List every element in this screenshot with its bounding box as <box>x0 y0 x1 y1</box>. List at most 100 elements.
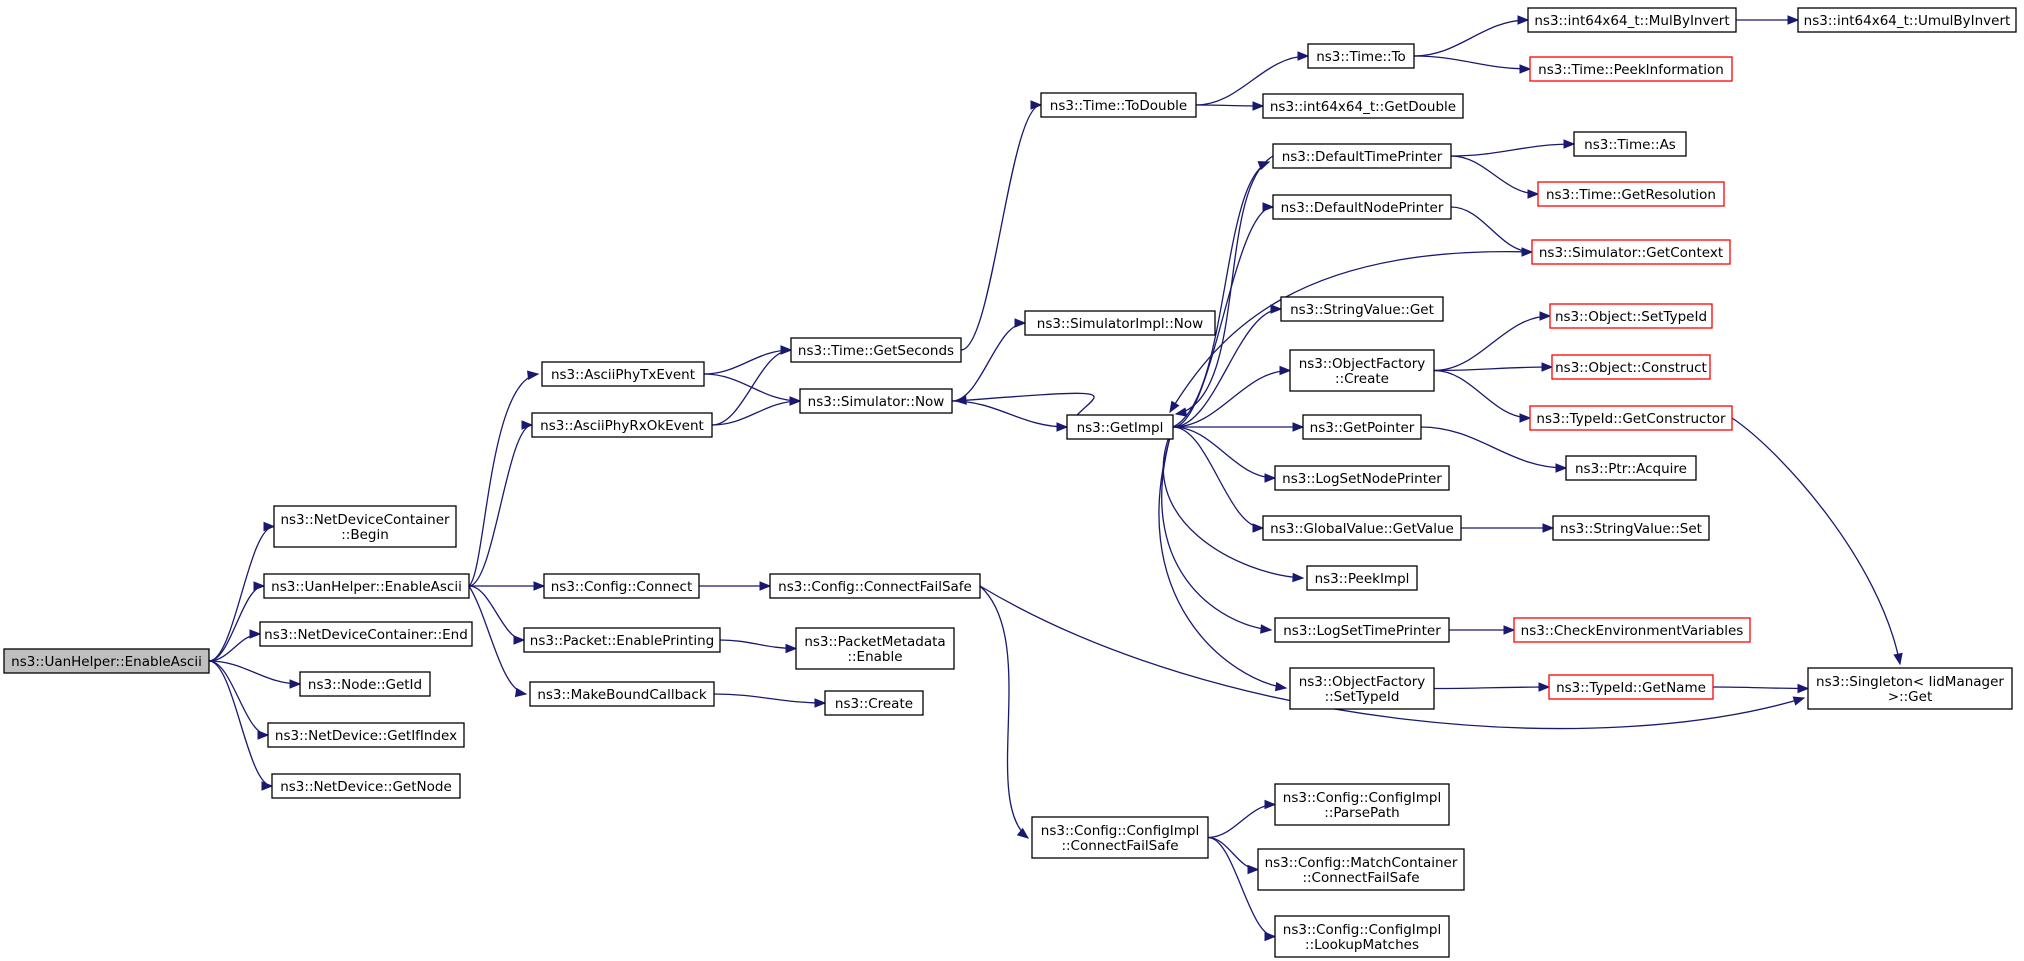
node-nd-getifindex[interactable]: ns3::NetDevice::GetIfIndex <box>267 722 465 748</box>
node-sv-set[interactable]: ns3::StringValue::Set <box>1552 515 1710 541</box>
edge-ascii_rx-to-time_getsec <box>711 345 793 426</box>
node-simimpl-now[interactable]: ns3::SimulatorImpl::Now <box>1024 310 1216 336</box>
arrowhead <box>1519 64 1532 74</box>
node-box <box>273 505 457 548</box>
node-pkt-enable[interactable]: ns3::Packet::EnablePrinting <box>523 627 721 653</box>
edge-line <box>1172 308 1282 428</box>
node-root[interactable]: ns3::UanHelper::EnableAscii <box>3 648 210 674</box>
node-typeid-getname[interactable]: ns3::TypeId::GetName <box>1548 674 1714 700</box>
node-ndc-end[interactable]: ns3::NetDeviceContainer::End <box>259 621 473 647</box>
node-sv-get[interactable]: ns3::StringValue::Get <box>1280 296 1444 322</box>
node-label: ns3::Time::GetSeconds <box>798 343 954 359</box>
node-log-set-node-printer[interactable]: ns3::LogSetNodePrinter <box>1274 465 1450 491</box>
node-time-peekinfo[interactable]: ns3::Time::PeekInformation <box>1529 56 1733 82</box>
edge-time_to-to-time_peekinfo <box>1413 55 1532 74</box>
edge-line <box>719 639 797 650</box>
node-box <box>1551 354 1711 380</box>
node-gv-getvalue[interactable]: ns3::GlobalValue::GetValue <box>1262 515 1462 541</box>
edge-line <box>208 525 275 662</box>
arrowhead <box>253 581 266 591</box>
node-label: ::Enable <box>847 649 902 665</box>
arrowhead <box>954 395 967 405</box>
edge-line <box>1420 426 1567 469</box>
node-time-as[interactable]: ns3::Time::As <box>1573 131 1687 157</box>
node-time-todouble[interactable]: ns3::Time::ToDouble <box>1040 92 1197 118</box>
node-label: ns3::Time::ToDouble <box>1050 98 1187 114</box>
node-box <box>1797 7 2017 33</box>
node-uan-enable[interactable]: ns3::UanHelper::EnableAscii <box>263 573 470 599</box>
edge-line <box>979 585 1029 839</box>
node-ndc-begin[interactable]: ns3::NetDeviceContainer::Begin <box>273 505 457 548</box>
node-time-getsec[interactable]: ns3::Time::GetSeconds <box>790 337 962 363</box>
edges-layer <box>208 15 1903 942</box>
node-label: ::SetTypeId <box>1325 689 1400 705</box>
node-box <box>1552 515 1710 541</box>
node-cfg-cfs[interactable]: ns3::Config::ConnectFailSafe <box>769 573 981 599</box>
node-label: ns3::Config::ConfigImpl <box>1041 823 1199 839</box>
edge-line <box>1731 417 1901 665</box>
node-getpointer[interactable]: ns3::GetPointer <box>1302 414 1422 440</box>
node-cfgimpl-parsepath[interactable]: ns3::Config::ConfigImpl::ParsePath <box>1274 783 1450 826</box>
node-make-cb[interactable]: ns3::MakeBoundCallback <box>529 681 715 707</box>
edge-sim_now-to-getimpl <box>951 400 1069 432</box>
node-time-to[interactable]: ns3::Time::To <box>1307 43 1415 69</box>
node-label: ns3::UanHelper::EnableAscii <box>11 654 202 670</box>
edge-getimpl-to-log_set_time_printer <box>1161 426 1273 634</box>
node-label: ns3::Config::ConnectFailSafe <box>778 579 972 595</box>
node-of-settypeid[interactable]: ns3::ObjectFactory::SetTypeId <box>1289 667 1435 710</box>
node-singleton-get[interactable]: ns3::Singleton< IidManager >::Get <box>1807 667 2013 710</box>
node-check-env[interactable]: ns3::CheckEnvironmentVariables <box>1513 617 1751 643</box>
node-obj-construct[interactable]: ns3::Object::Construct <box>1551 354 1711 380</box>
node-def-time-printer[interactable]: ns3::DefaultTimePrinter <box>1272 143 1452 169</box>
edge-line <box>1172 161 1270 428</box>
node-cfgimpl-cfs[interactable]: ns3::Config::ConfigImpl::ConnectFailSafe <box>1031 816 1209 859</box>
node-create[interactable]: ns3::Create <box>824 690 924 716</box>
arrowhead <box>1797 683 1810 694</box>
node-of-create[interactable]: ns3::ObjectFactory::Create <box>1289 349 1435 392</box>
node-i64-getdouble[interactable]: ns3::int64x64_t::GetDouble <box>1262 93 1464 119</box>
node-label: ns3::NetDeviceContainer <box>280 512 450 528</box>
arrowhead <box>263 521 276 532</box>
node-time-getres[interactable]: ns3::Time::GetResolution <box>1537 181 1725 207</box>
arrowhead <box>1260 624 1273 634</box>
edge-line <box>1172 206 1274 428</box>
node-i64-mulbyinvert[interactable]: ns3::int64x64_t::MulByInvert <box>1527 7 1737 33</box>
node-sim-now[interactable]: ns3::Simulator::Now <box>799 388 953 414</box>
node-cfgimpl-lookup[interactable]: ns3::Config::ConfigImpl::LookupMatches <box>1274 915 1450 958</box>
node-nd-getnode[interactable]: ns3::NetDevice::GetNode <box>271 773 461 799</box>
node-i64-umulbyinvert[interactable]: ns3::int64x64_t::UmulByInvert <box>1797 7 2017 33</box>
node-sim-getcontext[interactable]: ns3::Simulator::GetContext <box>1531 239 1731 265</box>
edge-line <box>703 349 792 375</box>
edge-line <box>1161 426 1272 631</box>
edge-line <box>1158 426 1287 689</box>
node-mc-cfs[interactable]: ns3::Config::MatchContainer::ConnectFail… <box>1257 848 1465 891</box>
node-label: ns3::Object::SetTypeId <box>1555 309 1707 325</box>
node-obj-settypeid[interactable]: ns3::Object::SetTypeId <box>1549 303 1713 329</box>
edge-getpointer-to-ptr_acquire <box>1420 426 1568 473</box>
node-label: ns3::PacketMetadata <box>804 634 945 650</box>
node-peekimpl[interactable]: ns3::PeekImpl <box>1306 565 1418 591</box>
node-ascii-rx[interactable]: ns3::AsciiPhyRxOkEvent <box>531 412 713 438</box>
edge-cfgimpl_cfs-to-cfgimpl_lookup <box>1207 836 1277 942</box>
node-cfg-connect[interactable]: ns3::Config::Connect <box>543 573 700 599</box>
node-ascii-tx[interactable]: ns3::AsciiPhyTxEvent <box>541 361 705 387</box>
arrowhead <box>249 629 262 639</box>
node-log-set-time-printer[interactable]: ns3::LogSetTimePrinter <box>1274 617 1450 643</box>
node-label: ns3::UanHelper::EnableAscii <box>271 579 462 595</box>
node-label: ns3::LogSetNodePrinter <box>1282 471 1442 487</box>
node-node-getid[interactable]: ns3::Node::GetId <box>299 671 431 697</box>
node-ptr-acquire[interactable]: ns3::Ptr::Acquire <box>1565 455 1697 481</box>
node-getimpl[interactable]: ns3::GetImpl <box>1066 414 1174 440</box>
node-typeid-getctor[interactable]: ns3::TypeId::GetConstructor <box>1529 405 1733 431</box>
node-label: ns3::NetDeviceContainer::End <box>264 627 468 643</box>
node-def-node-printer[interactable]: ns3::DefaultNodePrinter <box>1272 194 1452 220</box>
edge-line <box>208 660 301 685</box>
arrowhead <box>1016 827 1030 839</box>
node-box <box>1274 465 1450 491</box>
node-label: ns3::Config::ConfigImpl <box>1283 790 1441 806</box>
arrowhead <box>1262 202 1275 212</box>
edge-line <box>1175 155 1274 415</box>
node-label: ns3::AsciiPhyRxOkEvent <box>540 418 704 434</box>
node-label: ns3::GetPointer <box>1310 420 1415 436</box>
node-pm-enable[interactable]: ns3::PacketMetadata::Enable <box>795 627 955 670</box>
